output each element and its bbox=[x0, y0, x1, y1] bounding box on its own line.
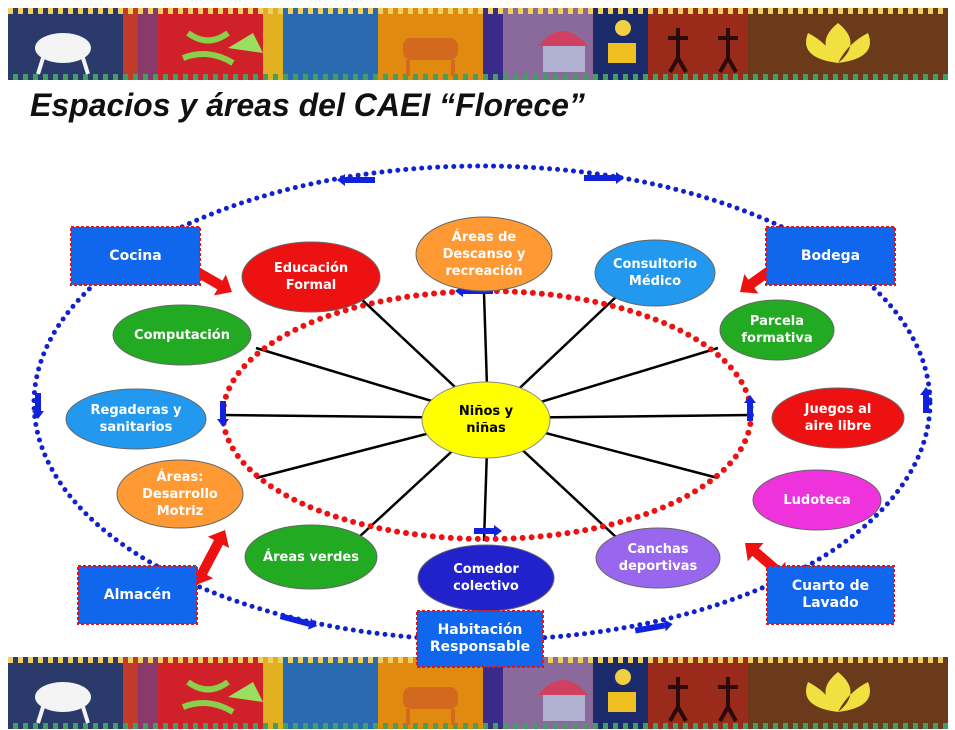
ox-icon bbox=[403, 687, 458, 725]
area-label-ludoteca: Ludoteca bbox=[783, 492, 851, 508]
area-ellipse-descanso-recreacion bbox=[415, 216, 553, 292]
box-almacen bbox=[77, 565, 198, 625]
area-ellipse-regaderas-sanitarios bbox=[65, 388, 207, 450]
moon-icon bbox=[608, 20, 636, 63]
area-ellipse-juegos-aire-libre bbox=[771, 387, 905, 449]
lizard-icon bbox=[181, 679, 235, 715]
center-label: Niños y niñas bbox=[458, 404, 514, 436]
area-label-parcela-formativa: Parcela formativa bbox=[741, 314, 813, 346]
flow-arrow bbox=[32, 393, 44, 419]
support-boxes bbox=[70, 226, 896, 668]
box-habitacion-responsable bbox=[416, 610, 544, 668]
flow-arrow bbox=[744, 395, 756, 421]
hut-icon bbox=[538, 31, 588, 72]
lotus-icon bbox=[806, 672, 870, 712]
top-decorative-banner bbox=[8, 8, 948, 80]
connector-arrow bbox=[191, 530, 230, 585]
area-ellipses bbox=[65, 216, 905, 612]
box-label-habitacion-responsable: Habitación Responsable bbox=[429, 622, 531, 655]
lizard-icon bbox=[181, 30, 235, 66]
area-label-consultorio-medico: Consultorio Médico bbox=[612, 257, 698, 289]
goat-icon bbox=[35, 33, 91, 75]
flow-arrow bbox=[584, 172, 624, 184]
area-label-canchas-deportivas: Canchas deportivas bbox=[618, 542, 698, 574]
area-ellipse-parcela-formativa bbox=[719, 299, 835, 361]
hut-icon bbox=[538, 680, 588, 721]
ox-icon bbox=[403, 38, 458, 76]
center-ellipse bbox=[421, 381, 551, 459]
box-label-cocina: Cocina bbox=[109, 247, 162, 264]
box-cuarto-lavado bbox=[766, 565, 895, 625]
deer-icon bbox=[228, 682, 263, 702]
area-label-regaderas-sanitarios: Regaderas y sanitarios bbox=[90, 403, 182, 435]
box-cocina bbox=[70, 226, 201, 286]
area-ellipse-educacion-formal bbox=[241, 241, 381, 313]
area-ellipse-areas-verdes bbox=[244, 524, 378, 590]
area-label-educacion-formal: Educación Formal bbox=[273, 261, 349, 293]
flow-arrow bbox=[337, 174, 375, 186]
flow-arrow bbox=[920, 387, 932, 413]
area-label-computacion: Computación bbox=[134, 327, 230, 343]
area-ellipse-ludoteca bbox=[752, 469, 882, 531]
area-ellipse-computacion bbox=[112, 304, 252, 366]
area-ellipse-consultorio-medico bbox=[594, 239, 716, 307]
area-label-areas-verdes: Áreas verdes bbox=[263, 549, 359, 565]
flow-arrow bbox=[634, 619, 673, 634]
area-ellipse-canchas-deportivas bbox=[595, 527, 721, 589]
slide-title: Espacios y áreas del CAEI “Florece” bbox=[30, 87, 585, 123]
area-ellipse-desarrollo-motriz bbox=[116, 459, 244, 529]
box-label-cuarto-lavado: Cuarto de Lavado bbox=[791, 578, 870, 611]
flow-arrow bbox=[217, 401, 229, 427]
deer-icon bbox=[228, 33, 263, 53]
dancers-icon bbox=[668, 677, 738, 722]
area-label-juegos-aire-libre: Juegos al aire libre bbox=[804, 402, 872, 434]
moon-icon bbox=[608, 669, 636, 712]
flow-arrow bbox=[474, 525, 502, 537]
lotus-icon bbox=[806, 23, 870, 63]
box-bodega bbox=[765, 226, 896, 286]
area-label-comedor-colectivo: Comedor colectivo bbox=[453, 562, 519, 594]
box-label-bodega: Bodega bbox=[800, 247, 861, 264]
goat-icon bbox=[35, 682, 91, 724]
flow-arrow bbox=[279, 613, 318, 630]
box-label-almacen: Almacén bbox=[103, 586, 172, 603]
area-label-desarrollo-motriz: Áreas: Desarrollo Motriz bbox=[142, 469, 218, 519]
area-label-descanso-recreacion: Áreas de Descanso y recreación bbox=[442, 229, 526, 279]
dancers-icon bbox=[668, 28, 738, 73]
